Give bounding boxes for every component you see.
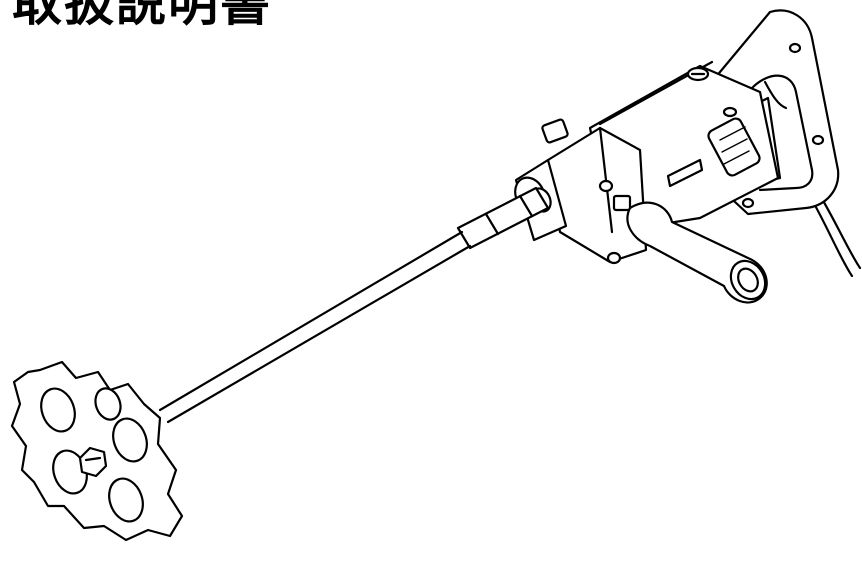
mixing-shaft — [158, 230, 472, 424]
rear-handle — [713, 9, 840, 216]
mixing-paddle — [10, 360, 184, 542]
gear-housing — [541, 118, 648, 265]
shaft-coupling — [456, 186, 550, 250]
document-title: 取扱説明書 — [12, 0, 272, 32]
side-handle — [626, 201, 768, 304]
